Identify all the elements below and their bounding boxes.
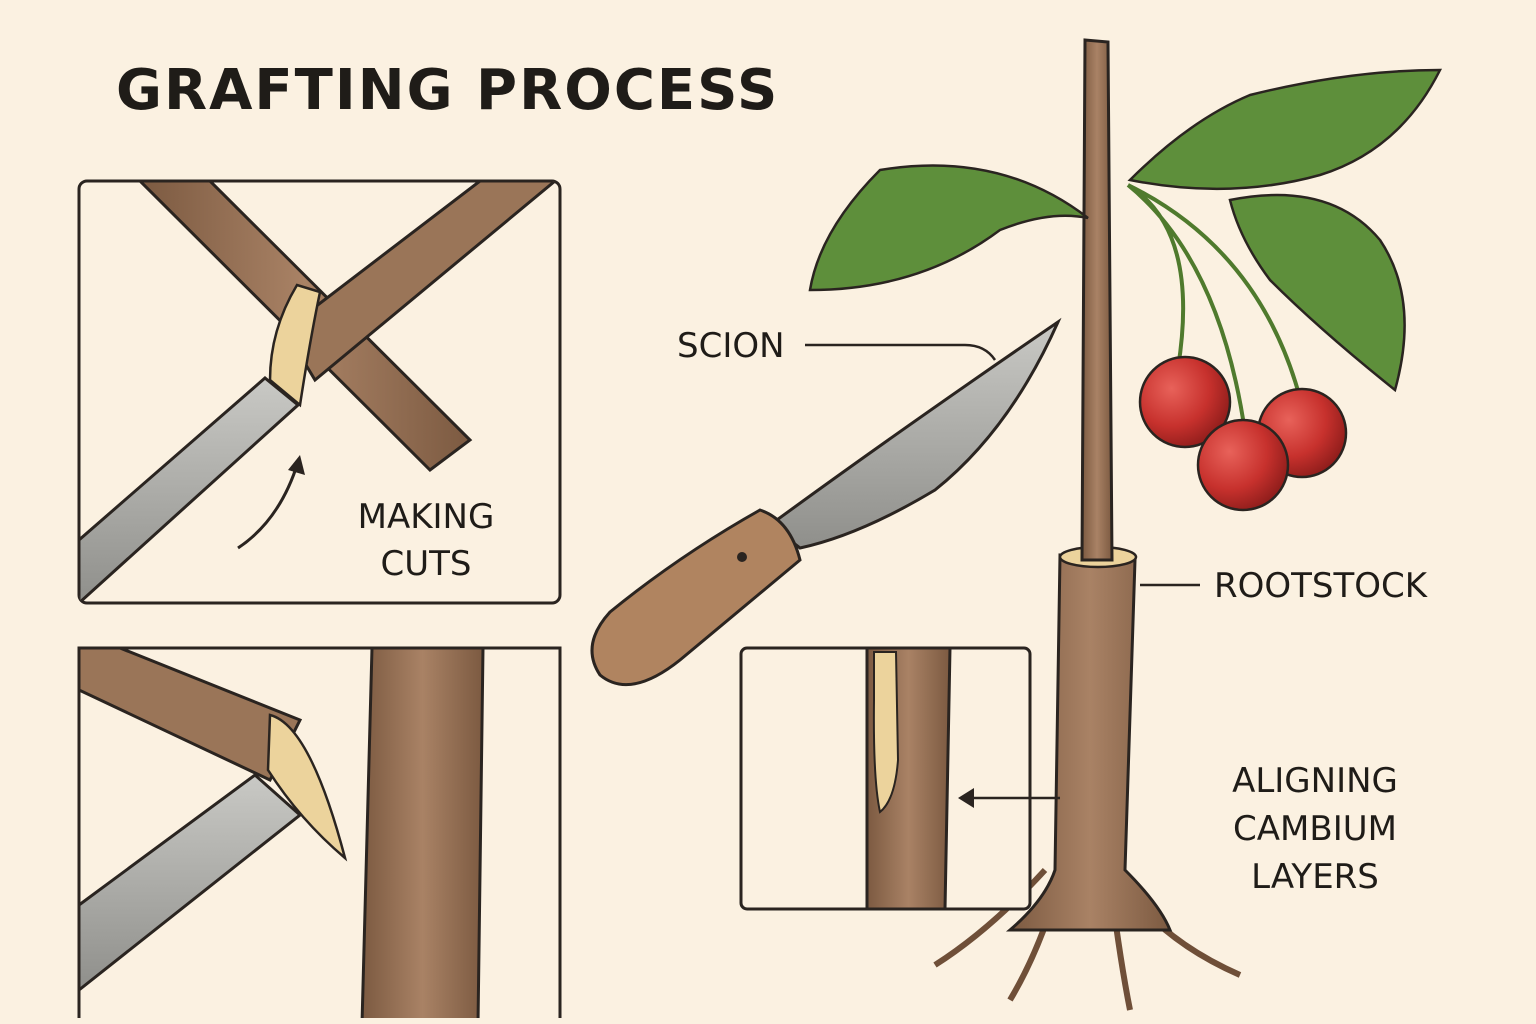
grafting-knife xyxy=(590,317,1062,687)
scion-branch xyxy=(79,648,303,782)
scion-stem xyxy=(1080,38,1114,562)
grafted-tree xyxy=(808,38,1443,1011)
label-rootstock: ROOTSTOCK xyxy=(1214,566,1429,606)
panel-wedge-cut xyxy=(77,646,562,1018)
knife-handle xyxy=(590,508,802,687)
wedge-cut-wood xyxy=(266,713,348,862)
cherry-stems xyxy=(1126,183,1302,433)
label-cambium: CAMBIUM xyxy=(1233,809,1397,849)
knife-blade-2 xyxy=(79,773,303,992)
scion-leader xyxy=(805,343,997,361)
rootstock xyxy=(1005,553,1173,932)
leaf-top-right xyxy=(1127,68,1443,191)
cherry-1 xyxy=(1138,355,1232,449)
leaf-left xyxy=(808,164,1089,292)
motion-arrow xyxy=(237,461,300,550)
rootstock-trunk xyxy=(360,648,485,1018)
leaf-right xyxy=(1228,193,1406,393)
knife-blade-main xyxy=(767,317,1062,550)
label-layers: LAYERS xyxy=(1251,857,1379,897)
knife-blade xyxy=(79,376,301,603)
label-cuts: CUTS xyxy=(381,544,472,584)
branch-scion-cut xyxy=(283,181,560,383)
label-scion: SCION xyxy=(677,326,785,366)
panel-making-cuts xyxy=(77,179,562,605)
inset-cambium xyxy=(872,651,900,814)
label-aligning: ALIGNING xyxy=(1232,761,1398,801)
diagram-title: GRAFTING PROCESS xyxy=(116,58,780,123)
panel-aligning-cambium xyxy=(739,646,1032,911)
label-making: MAKING xyxy=(358,497,495,537)
roots xyxy=(933,867,1242,1011)
cherry-3 xyxy=(1196,418,1290,512)
